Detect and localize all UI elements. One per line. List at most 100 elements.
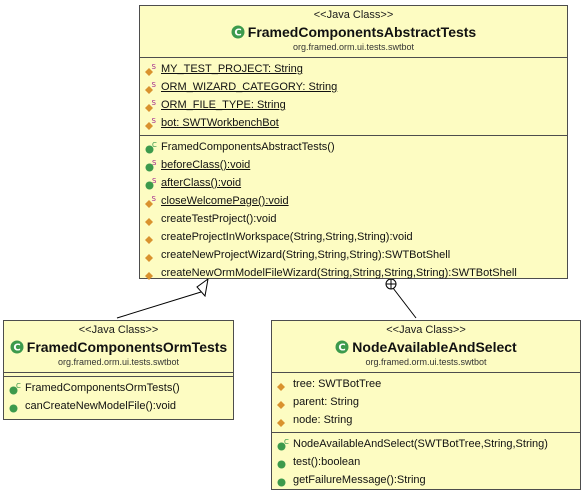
protected-field-icon	[277, 418, 285, 427]
protected-field-icon	[277, 400, 285, 409]
field-row[interactable]: S bot: SWTWorkbenchBot	[140, 114, 567, 132]
method-row[interactable]: C FramedComponentsOrmTests()	[4, 379, 233, 397]
public-constructor-icon: C	[145, 141, 157, 153]
class-c-icon: C	[335, 340, 349, 354]
method-label: createNewOrmModelFileWizard(String,Strin…	[161, 267, 517, 279]
public-static-method-icon: S	[145, 159, 157, 171]
svg-text:S: S	[152, 63, 157, 71]
package-name: org.framed.orm.ui.tests.swtbot	[365, 357, 487, 367]
inheritance-connector	[116, 277, 209, 319]
public-method-icon	[277, 478, 286, 486]
method-row[interactable]: S closeWelcomePage():void	[140, 192, 567, 210]
methods-compartment: C FramedComponentsAbstractTests() S befo…	[140, 136, 567, 285]
method-row[interactable]: C FramedComponentsAbstractTests()	[140, 138, 567, 156]
method-row[interactable]: createTestProject():void	[140, 210, 567, 228]
method-row[interactable]: test():boolean	[272, 453, 580, 471]
svg-text:C: C	[13, 343, 20, 354]
class-framed-components-orm-tests[interactable]: <<Java Class>> C FramedComponentsOrmTest…	[3, 320, 234, 420]
protected-method-icon	[145, 271, 153, 280]
method-label: closeWelcomePage():void	[161, 195, 289, 207]
field-label: parent: String	[293, 396, 360, 408]
class-name: FramedComponentsAbstractTests	[247, 24, 477, 40]
field-row[interactable]: node: String	[272, 411, 580, 429]
method-row[interactable]: createNewOrmModelFileWizard(String,Strin…	[140, 264, 567, 282]
public-method-icon	[277, 460, 286, 468]
method-row[interactable]: C NodeAvailableAndSelect(SWTBotTree,Stri…	[272, 435, 580, 453]
method-label: getFailureMessage():String	[293, 474, 426, 486]
class-header: <<Java Class>> C FramedComponentsAbstrac…	[140, 6, 567, 58]
method-row[interactable]: S beforeClass():void	[140, 156, 567, 174]
fields-compartment: tree: SWTBotTree parent: String node: St…	[272, 373, 580, 433]
public-constructor-icon: C	[277, 438, 289, 450]
methods-compartment: C FramedComponentsOrmTests() canCreateNe…	[4, 377, 233, 418]
method-label: canCreateNewModelFile():void	[25, 400, 177, 412]
package-name: org.framed.orm.ui.tests.swtbot	[292, 42, 415, 52]
method-row[interactable]: createNewProjectWizard(String,String,Str…	[140, 246, 567, 264]
protected-method-icon	[145, 235, 153, 244]
field-row[interactable]: parent: String	[272, 393, 580, 411]
class-c-icon: C	[231, 25, 245, 39]
public-constructor-icon: C	[9, 382, 21, 394]
svg-text:S: S	[152, 117, 157, 125]
methods-compartment: C NodeAvailableAndSelect(SWTBotTree,Stri…	[272, 433, 580, 492]
svg-text:C: C	[234, 28, 241, 39]
method-row[interactable]: getFailureMessage():String	[272, 471, 580, 489]
svg-text:S: S	[152, 81, 157, 89]
fields-compartment	[4, 373, 233, 377]
protected-static-field-icon: S	[145, 99, 157, 112]
protected-method-icon	[145, 253, 153, 262]
svg-text:C: C	[16, 382, 21, 390]
method-label: createNewProjectWizard(String,String,Str…	[161, 249, 451, 261]
method-label: FramedComponentsAbstractTests()	[161, 141, 335, 153]
generalization-arrowhead	[196, 277, 209, 298]
protected-static-field-icon: S	[145, 117, 157, 130]
stereotype-label: <<Java Class>>	[313, 9, 394, 21]
protected-static-method-icon: S	[145, 195, 157, 208]
field-row[interactable]: S ORM_FILE_TYPE: String	[140, 96, 567, 114]
protected-static-field-icon: S	[145, 63, 157, 76]
svg-text:C: C	[152, 141, 157, 149]
fields-compartment: S MY_TEST_PROJECT: String S ORM_WIZARD_C…	[140, 58, 567, 136]
field-label: node: String	[293, 414, 353, 426]
field-label: ORM_FILE_TYPE: String	[161, 99, 286, 111]
svg-text:C: C	[339, 343, 346, 354]
nesting-connector	[385, 278, 417, 319]
svg-text:S: S	[152, 177, 157, 185]
class-framed-components-abstract-tests[interactable]: <<Java Class>> C FramedComponentsAbstrac…	[139, 5, 568, 280]
public-static-method-icon: S	[145, 177, 157, 189]
method-label: createProjectInWorkspace(String,String,S…	[161, 231, 413, 243]
field-row[interactable]: S ORM_WIZARD_CATEGORY: String	[140, 78, 567, 96]
field-row[interactable]: tree: SWTBotTree	[272, 375, 580, 393]
field-row[interactable]: S MY_TEST_PROJECT: String	[140, 60, 567, 78]
class-node-available-and-select[interactable]: <<Java Class>> C NodeAvailableAndSelect …	[271, 320, 581, 490]
class-name: FramedComponentsOrmTests	[26, 339, 228, 355]
class-name: NodeAvailableAndSelect	[352, 339, 517, 355]
stereotype-label: <<Java Class>>	[386, 324, 466, 336]
protected-static-field-icon: S	[145, 81, 157, 94]
field-label: MY_TEST_PROJECT: String	[161, 63, 303, 75]
method-row[interactable]: createProjectInWorkspace(String,String,S…	[140, 228, 567, 246]
class-c-icon: C	[10, 340, 24, 354]
method-label: test():boolean	[293, 456, 361, 468]
method-label: FramedComponentsOrmTests()	[25, 382, 180, 394]
field-label: bot: SWTWorkbenchBot	[161, 117, 279, 129]
protected-field-icon	[277, 382, 285, 391]
method-row[interactable]: canCreateNewModelFile():void	[4, 397, 233, 415]
svg-text:C: C	[284, 438, 289, 446]
method-label: NodeAvailableAndSelect(SWTBotTree,String…	[293, 438, 548, 450]
svg-text:S: S	[152, 99, 157, 107]
method-row[interactable]: S afterClass():void	[140, 174, 567, 192]
method-label: afterClass():void	[161, 177, 242, 189]
stereotype-label: <<Java Class>>	[78, 324, 159, 336]
class-header: <<Java Class>> C FramedComponentsOrmTest…	[4, 321, 233, 373]
method-label: beforeClass():void	[161, 159, 251, 171]
protected-method-icon	[145, 217, 153, 226]
class-header: <<Java Class>> C NodeAvailableAndSelect …	[272, 321, 580, 373]
package-name: org.framed.orm.ui.tests.swtbot	[57, 357, 180, 367]
public-method-icon	[9, 404, 18, 412]
method-label: createTestProject():void	[161, 213, 277, 225]
svg-text:S: S	[152, 195, 157, 203]
svg-text:S: S	[152, 159, 157, 167]
field-label: ORM_WIZARD_CATEGORY: String	[161, 81, 338, 93]
